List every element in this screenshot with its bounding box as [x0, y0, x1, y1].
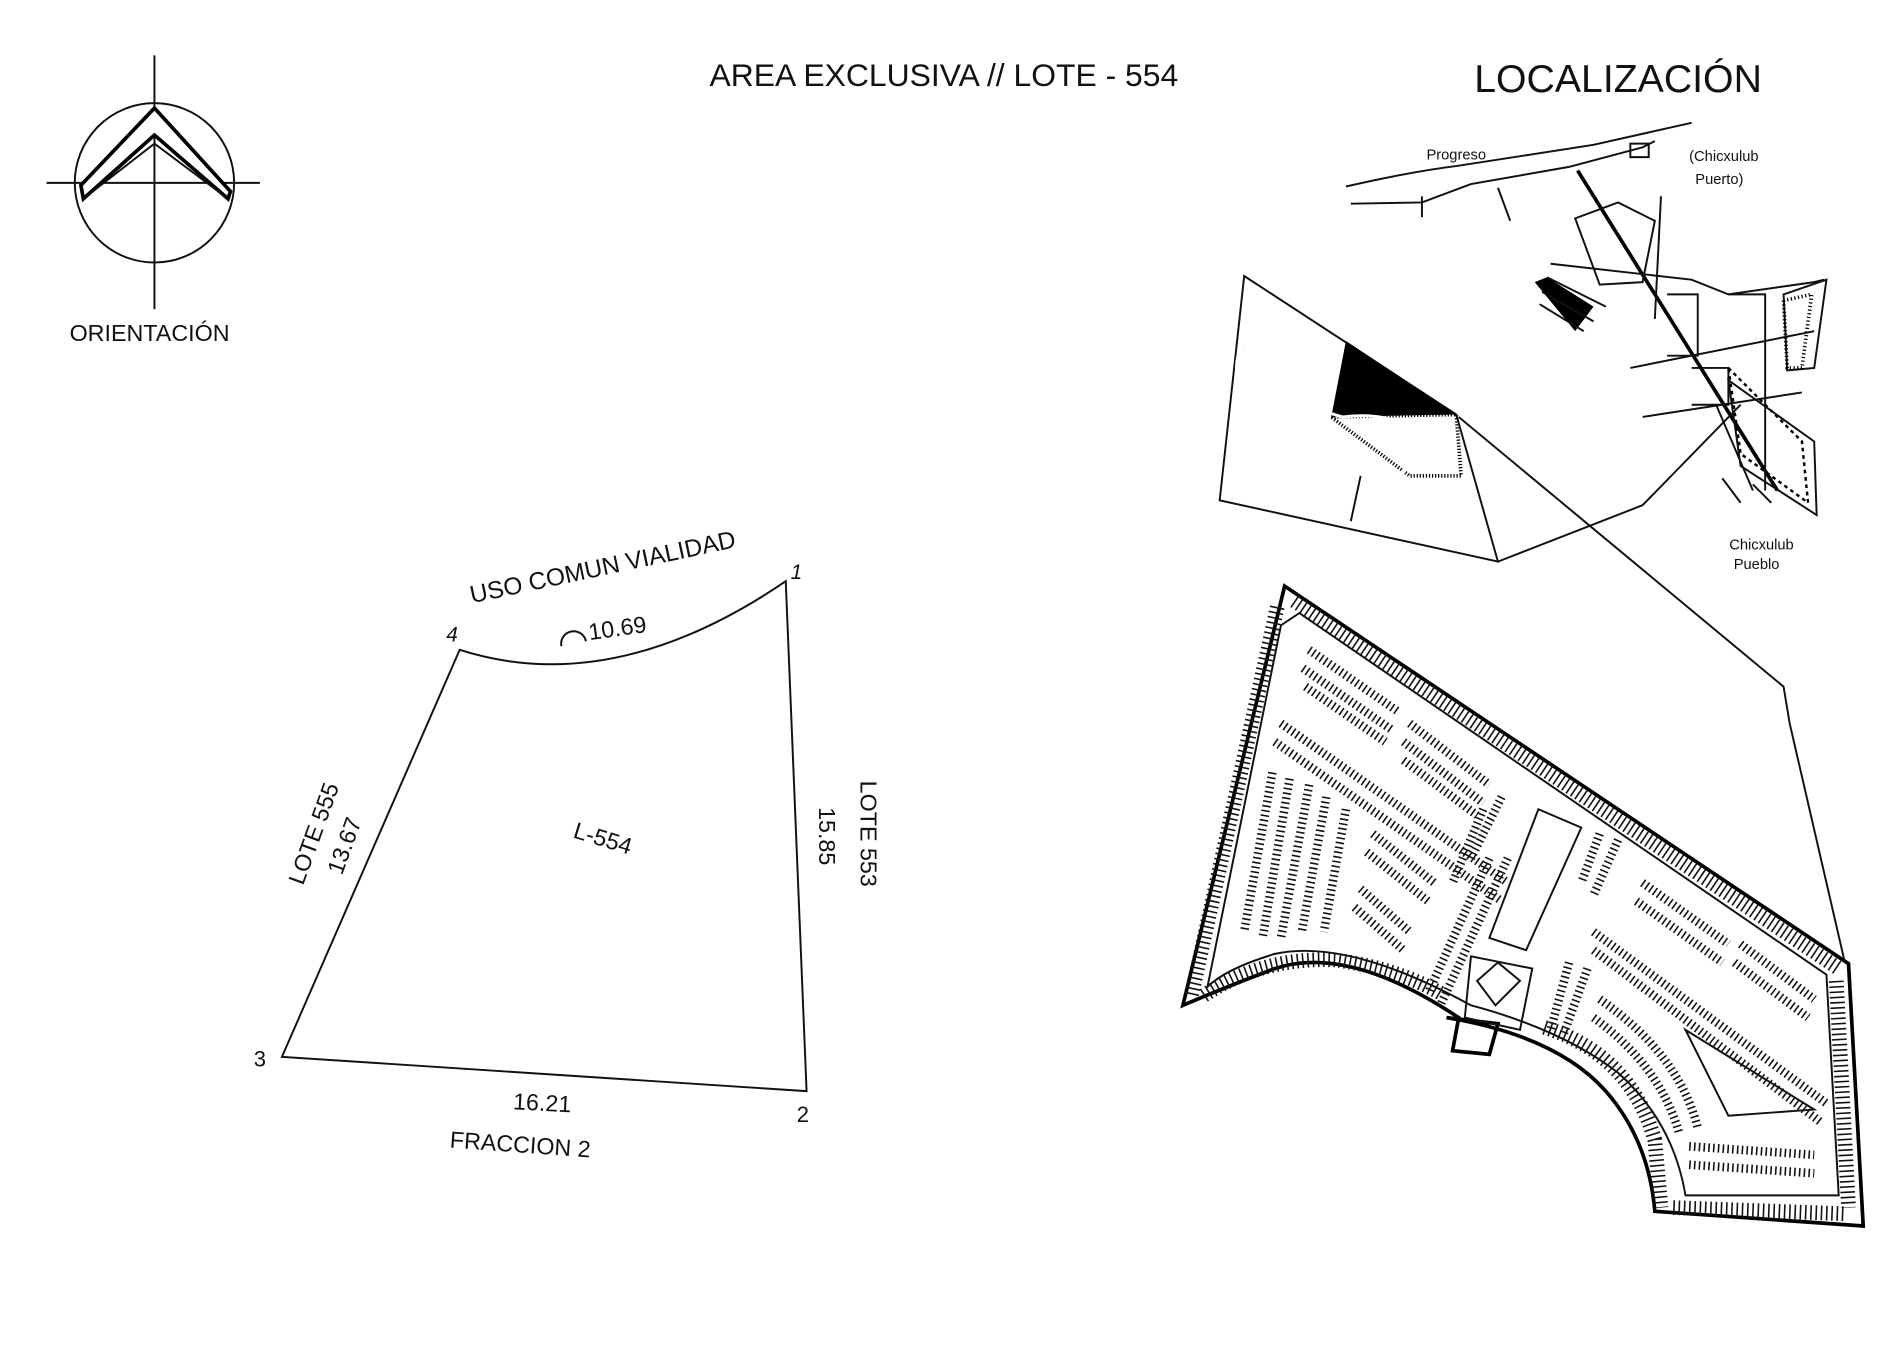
arc-length: 10.69 — [587, 611, 648, 645]
lot-554-outline — [280, 579, 808, 1093]
vertex-label: 2 — [797, 1102, 809, 1127]
north-boundary-label: USO COMUN VIALIDAD — [468, 526, 739, 609]
site-plan — [1180, 583, 1866, 1228]
place-label-chicxulub-pueblo: Chicxulub — [1729, 537, 1794, 553]
vertex-label: 3 — [254, 1047, 266, 1072]
north-arrow-icon — [46, 55, 260, 310]
location-title: LOCALIZACIÓN — [1474, 57, 1762, 101]
east-boundary-label: LOTE 553 — [856, 781, 882, 887]
south-length: 16.21 — [512, 1088, 572, 1117]
lot-id: L-554 — [571, 817, 636, 859]
south-boundary-label: FRACCION 2 — [449, 1127, 591, 1163]
place-label-progreso: Progreso — [1426, 148, 1486, 164]
east-length: 15.85 — [814, 807, 840, 865]
regional-map — [1345, 121, 1828, 517]
zoom-inset-map — [1218, 274, 1846, 963]
place-label-chicxulub-puerto: Puerto) — [1695, 172, 1743, 188]
place-label-chicxulub-puerto: (Chicxulub — [1689, 149, 1758, 165]
vertex-label: 1 — [791, 561, 803, 584]
orientation-label: ORIENTACIÓN — [70, 320, 230, 346]
arc-symbol-icon — [560, 630, 587, 647]
place-label-chicxulub-pueblo: Pueblo — [1734, 557, 1780, 573]
vertex-label: 4 — [446, 623, 458, 646]
sheet-title: AREA EXCLUSIVA // LOTE - 554 — [710, 57, 1179, 93]
